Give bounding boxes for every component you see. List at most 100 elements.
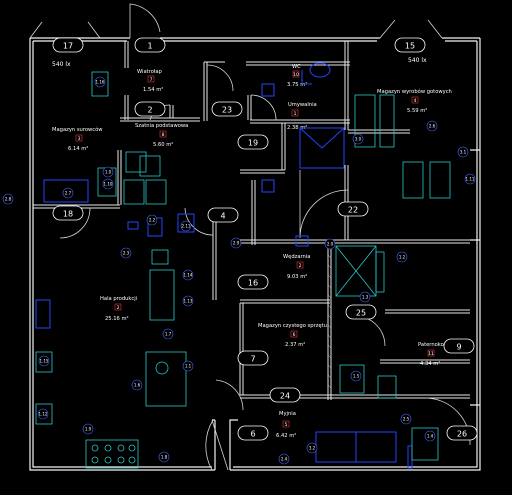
svg-text:Wiatrołap: Wiatrołap	[137, 69, 163, 75]
svg-text:1: 1	[294, 111, 297, 117]
room-wc: WC 10 3.75 m²	[287, 64, 307, 88]
svg-text:Magazyn surowców: Magazyn surowców	[52, 126, 103, 133]
svg-text:3: 3	[78, 136, 81, 142]
svg-text:2: 2	[147, 106, 152, 115]
tag-2-7: 2.7	[62, 187, 74, 199]
tag-2-2: 2.2	[146, 214, 158, 226]
tag-1-16: 1.16	[94, 76, 106, 88]
svg-text:5.60 m²: 5.60 m²	[153, 142, 173, 148]
svg-text:2.3: 2.3	[123, 251, 130, 256]
marker-15: 15	[394, 37, 426, 53]
tag-2-11: 2.11	[180, 220, 192, 232]
svg-text:17: 17	[63, 42, 73, 51]
room-paternoko: Paternoko 11 4.34 m²	[418, 342, 444, 367]
svg-text:3.75 m²: 3.75 m²	[287, 82, 307, 88]
svg-text:1.7: 1.7	[165, 332, 172, 337]
svg-text:9.03 m²: 9.03 m²	[287, 274, 307, 280]
svg-text:2.9: 2.9	[233, 241, 240, 246]
tag-1-0: 1.0	[102, 166, 114, 178]
svg-text:1.12: 1.12	[39, 412, 48, 417]
doors	[29, 3, 471, 471]
svg-text:2.37 m²: 2.37 m²	[285, 342, 305, 348]
svg-text:1.4: 1.4	[427, 434, 434, 439]
svg-text:4: 4	[220, 212, 225, 221]
tag-1-10: 1.10	[102, 178, 114, 190]
svg-text:1.54 m²: 1.54 m²	[143, 87, 163, 93]
svg-text:1.14: 1.14	[184, 273, 193, 278]
svg-text:1: 1	[147, 42, 152, 51]
room-wedzarnia: Wędzarnia 2 9.03 m²	[283, 254, 310, 280]
svg-text:Magazyn czystego sprzętu: Magazyn czystego sprzętu	[258, 323, 327, 329]
tag-2-8: 2.8	[2, 193, 14, 205]
svg-text:Wędzarnia: Wędzarnia	[283, 254, 310, 260]
tag-3-2: 3.2	[306, 442, 318, 454]
svg-text:2.5: 2.5	[403, 417, 410, 422]
svg-text:4: 4	[414, 98, 417, 104]
svg-text:16: 16	[248, 279, 258, 288]
svg-text:WC: WC	[292, 64, 301, 70]
room-magazyn-wyrobow: Magazyn wyrobów gotowych 4 5.59 m²	[377, 88, 452, 114]
marker-18: 18	[52, 205, 84, 221]
svg-text:7: 7	[150, 77, 153, 83]
marker-7: 7	[237, 350, 269, 366]
svg-text:Magazyn wyrobów gotowych: Magazyn wyrobów gotowych	[377, 88, 452, 95]
marker-26: 26	[446, 425, 478, 441]
svg-text:Umywalnia: Umywalnia	[288, 102, 317, 108]
svg-text:6.42 m²: 6.42 m²	[276, 433, 296, 439]
svg-text:4.34 m²: 4.34 m²	[420, 361, 440, 367]
tag-3-0: 3.0	[352, 133, 364, 145]
tag-1-4: 1.4	[424, 430, 436, 442]
tag-2-9: 2.9	[230, 237, 242, 249]
marker-17: 17	[52, 37, 84, 53]
tag-1-1: 1.1	[182, 360, 194, 372]
svg-text:2: 2	[299, 263, 302, 269]
cyan-equipment	[35, 71, 451, 469]
svg-text:3.0: 3.0	[355, 137, 362, 142]
marker-25: 25	[345, 304, 377, 320]
equipment-tags: 1.16 1.10 2.7 2.8 2.2 2.3 2.11 3.0 2.9 1…	[2, 76, 476, 465]
svg-text:3.1: 3.1	[460, 150, 467, 155]
marker-2: 2	[134, 101, 166, 117]
tag-1-6: 1.6	[131, 379, 143, 391]
svg-text:2.11: 2.11	[182, 224, 191, 229]
svg-text:1.9: 1.9	[85, 427, 92, 432]
tag-2-6: 2.6	[426, 120, 438, 132]
lux-left: 540 lx	[52, 61, 71, 68]
tag-1-8: 1.8	[158, 451, 170, 463]
tag-2-5: 2.5	[400, 413, 412, 425]
room-magazyn-surowcow: Magazyn surowców 3 6.14 m²	[52, 126, 103, 152]
svg-text:2: 2	[117, 305, 120, 311]
svg-text:25: 25	[356, 309, 366, 318]
marker-9: 9	[443, 338, 475, 354]
room-markers: 17 1 2 23 19 4 18 16 7 24 6 15 22 25 9 2…	[52, 37, 478, 441]
svg-text:2.7: 2.7	[65, 191, 72, 196]
tag-1-13: 1.13	[182, 295, 194, 307]
tag-1-2: 1.2	[396, 251, 408, 263]
svg-text:1.16: 1.16	[96, 80, 105, 85]
svg-text:3.2: 3.2	[309, 446, 316, 451]
inner-walls	[33, 41, 470, 400]
svg-text:2.2: 2.2	[149, 218, 156, 223]
room-szatnia: Szatnia podstawowa 8 5.60 m²	[135, 123, 188, 148]
svg-text:25.16 m²: 25.16 m²	[105, 316, 129, 322]
svg-text:1.13: 1.13	[184, 299, 193, 304]
svg-text:1.1: 1.1	[185, 364, 192, 369]
room-labels: WC 10 3.75 m² Wiatrołap 7 1.54 m² Szatni…	[52, 64, 452, 439]
svg-text:1.0: 1.0	[105, 170, 112, 175]
svg-text:1.15: 1.15	[40, 359, 49, 364]
tag-3-1: 3.1	[457, 146, 469, 158]
svg-text:26: 26	[457, 430, 467, 439]
marker-24: 24	[269, 387, 301, 403]
svg-text:1.6: 1.6	[134, 383, 141, 388]
svg-text:24: 24	[280, 392, 290, 401]
tag-1-15: 1.15	[38, 355, 50, 367]
svg-text:9: 9	[456, 343, 461, 352]
svg-text:8: 8	[162, 132, 165, 138]
svg-text:6: 6	[250, 430, 255, 439]
svg-text:15: 15	[405, 42, 415, 51]
tag-1-12: 1.12	[37, 408, 49, 420]
tag-1-11: 1.11	[464, 173, 476, 185]
svg-text:2.4: 2.4	[281, 457, 288, 462]
svg-text:2.8: 2.8	[5, 197, 12, 202]
